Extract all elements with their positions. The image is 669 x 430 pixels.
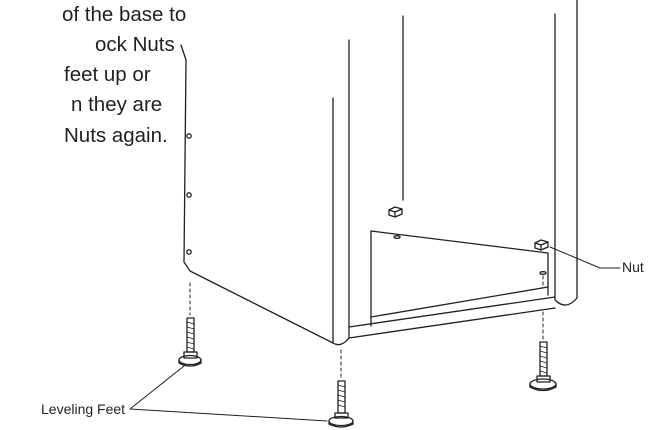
instruction-line-1: of the base to — [62, 3, 187, 26]
instruction-line-3: feet up or — [64, 63, 151, 86]
leveling-feet-leader-lines — [129, 365, 328, 422]
hole-lower — [186, 249, 192, 255]
leveling-foot-right — [529, 341, 557, 392]
instruction-line-5: Nuts again. — [64, 124, 168, 147]
front-post-left — [332, 39, 350, 346]
leveling-foot-center — [328, 380, 354, 428]
hole-middle — [186, 192, 192, 198]
back-nut — [388, 206, 403, 239]
left-side-panel — [180, 44, 334, 344]
nut-leader-line — [549, 246, 621, 269]
leveling-feet-label: Leveling Feet — [41, 401, 126, 417]
nut-label: Nut — [622, 259, 644, 275]
hole-upper — [186, 133, 192, 139]
front-post-right — [554, 0, 578, 306]
alignment-dashes — [189, 275, 544, 381]
base-shelf — [348, 230, 556, 339]
leveling-foot-left — [178, 317, 202, 367]
instruction-line-4: n they are — [71, 93, 163, 116]
instruction-line-2: ock Nuts — [95, 33, 175, 56]
front-nut — [534, 239, 549, 275]
